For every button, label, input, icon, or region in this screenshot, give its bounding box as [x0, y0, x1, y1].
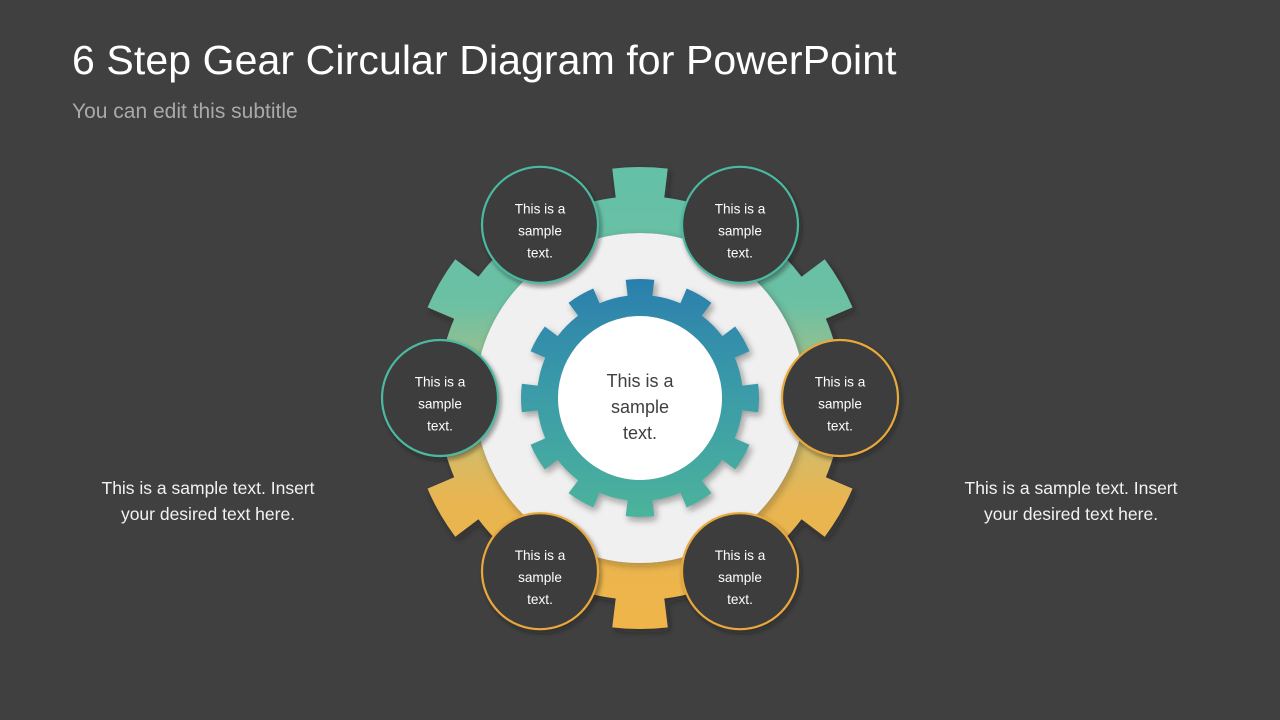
- inner-gear-hub: [558, 316, 722, 480]
- inner-gear: [520, 278, 760, 518]
- page-subtitle: You can edit this subtitle: [72, 99, 298, 123]
- slide-header: 6 Step Gear Circular Diagram for PowerPo…: [72, 37, 1072, 124]
- page-title: 6 Step Gear Circular Diagram for PowerPo…: [72, 37, 897, 83]
- side-note-right: This is a sample text. Insert your desir…: [964, 478, 1178, 524]
- side-note-left: This is a sample text. Insert your desir…: [101, 478, 315, 524]
